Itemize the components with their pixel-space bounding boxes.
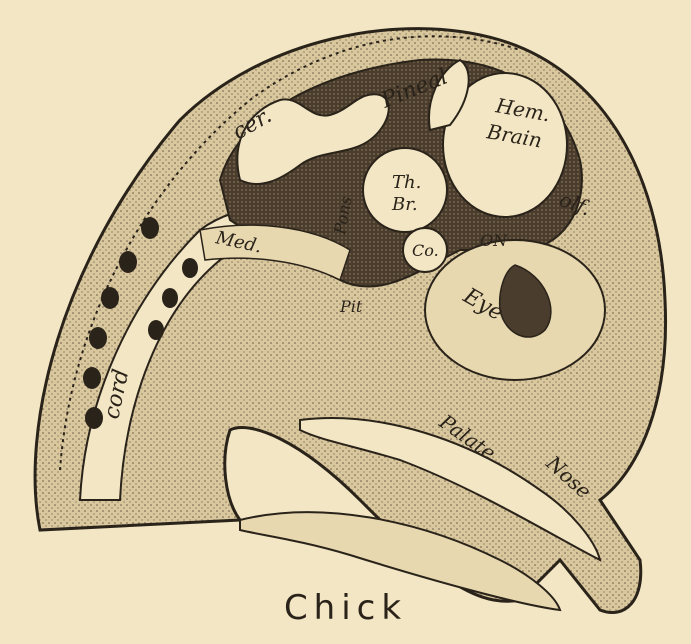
label-pit: Pit (339, 297, 363, 316)
label-co: Co. (412, 241, 439, 260)
label-br: Br. (391, 194, 418, 215)
label-th: Th. (392, 172, 421, 193)
figure-caption: Chick (0, 588, 691, 628)
label-on: ON (480, 231, 508, 250)
